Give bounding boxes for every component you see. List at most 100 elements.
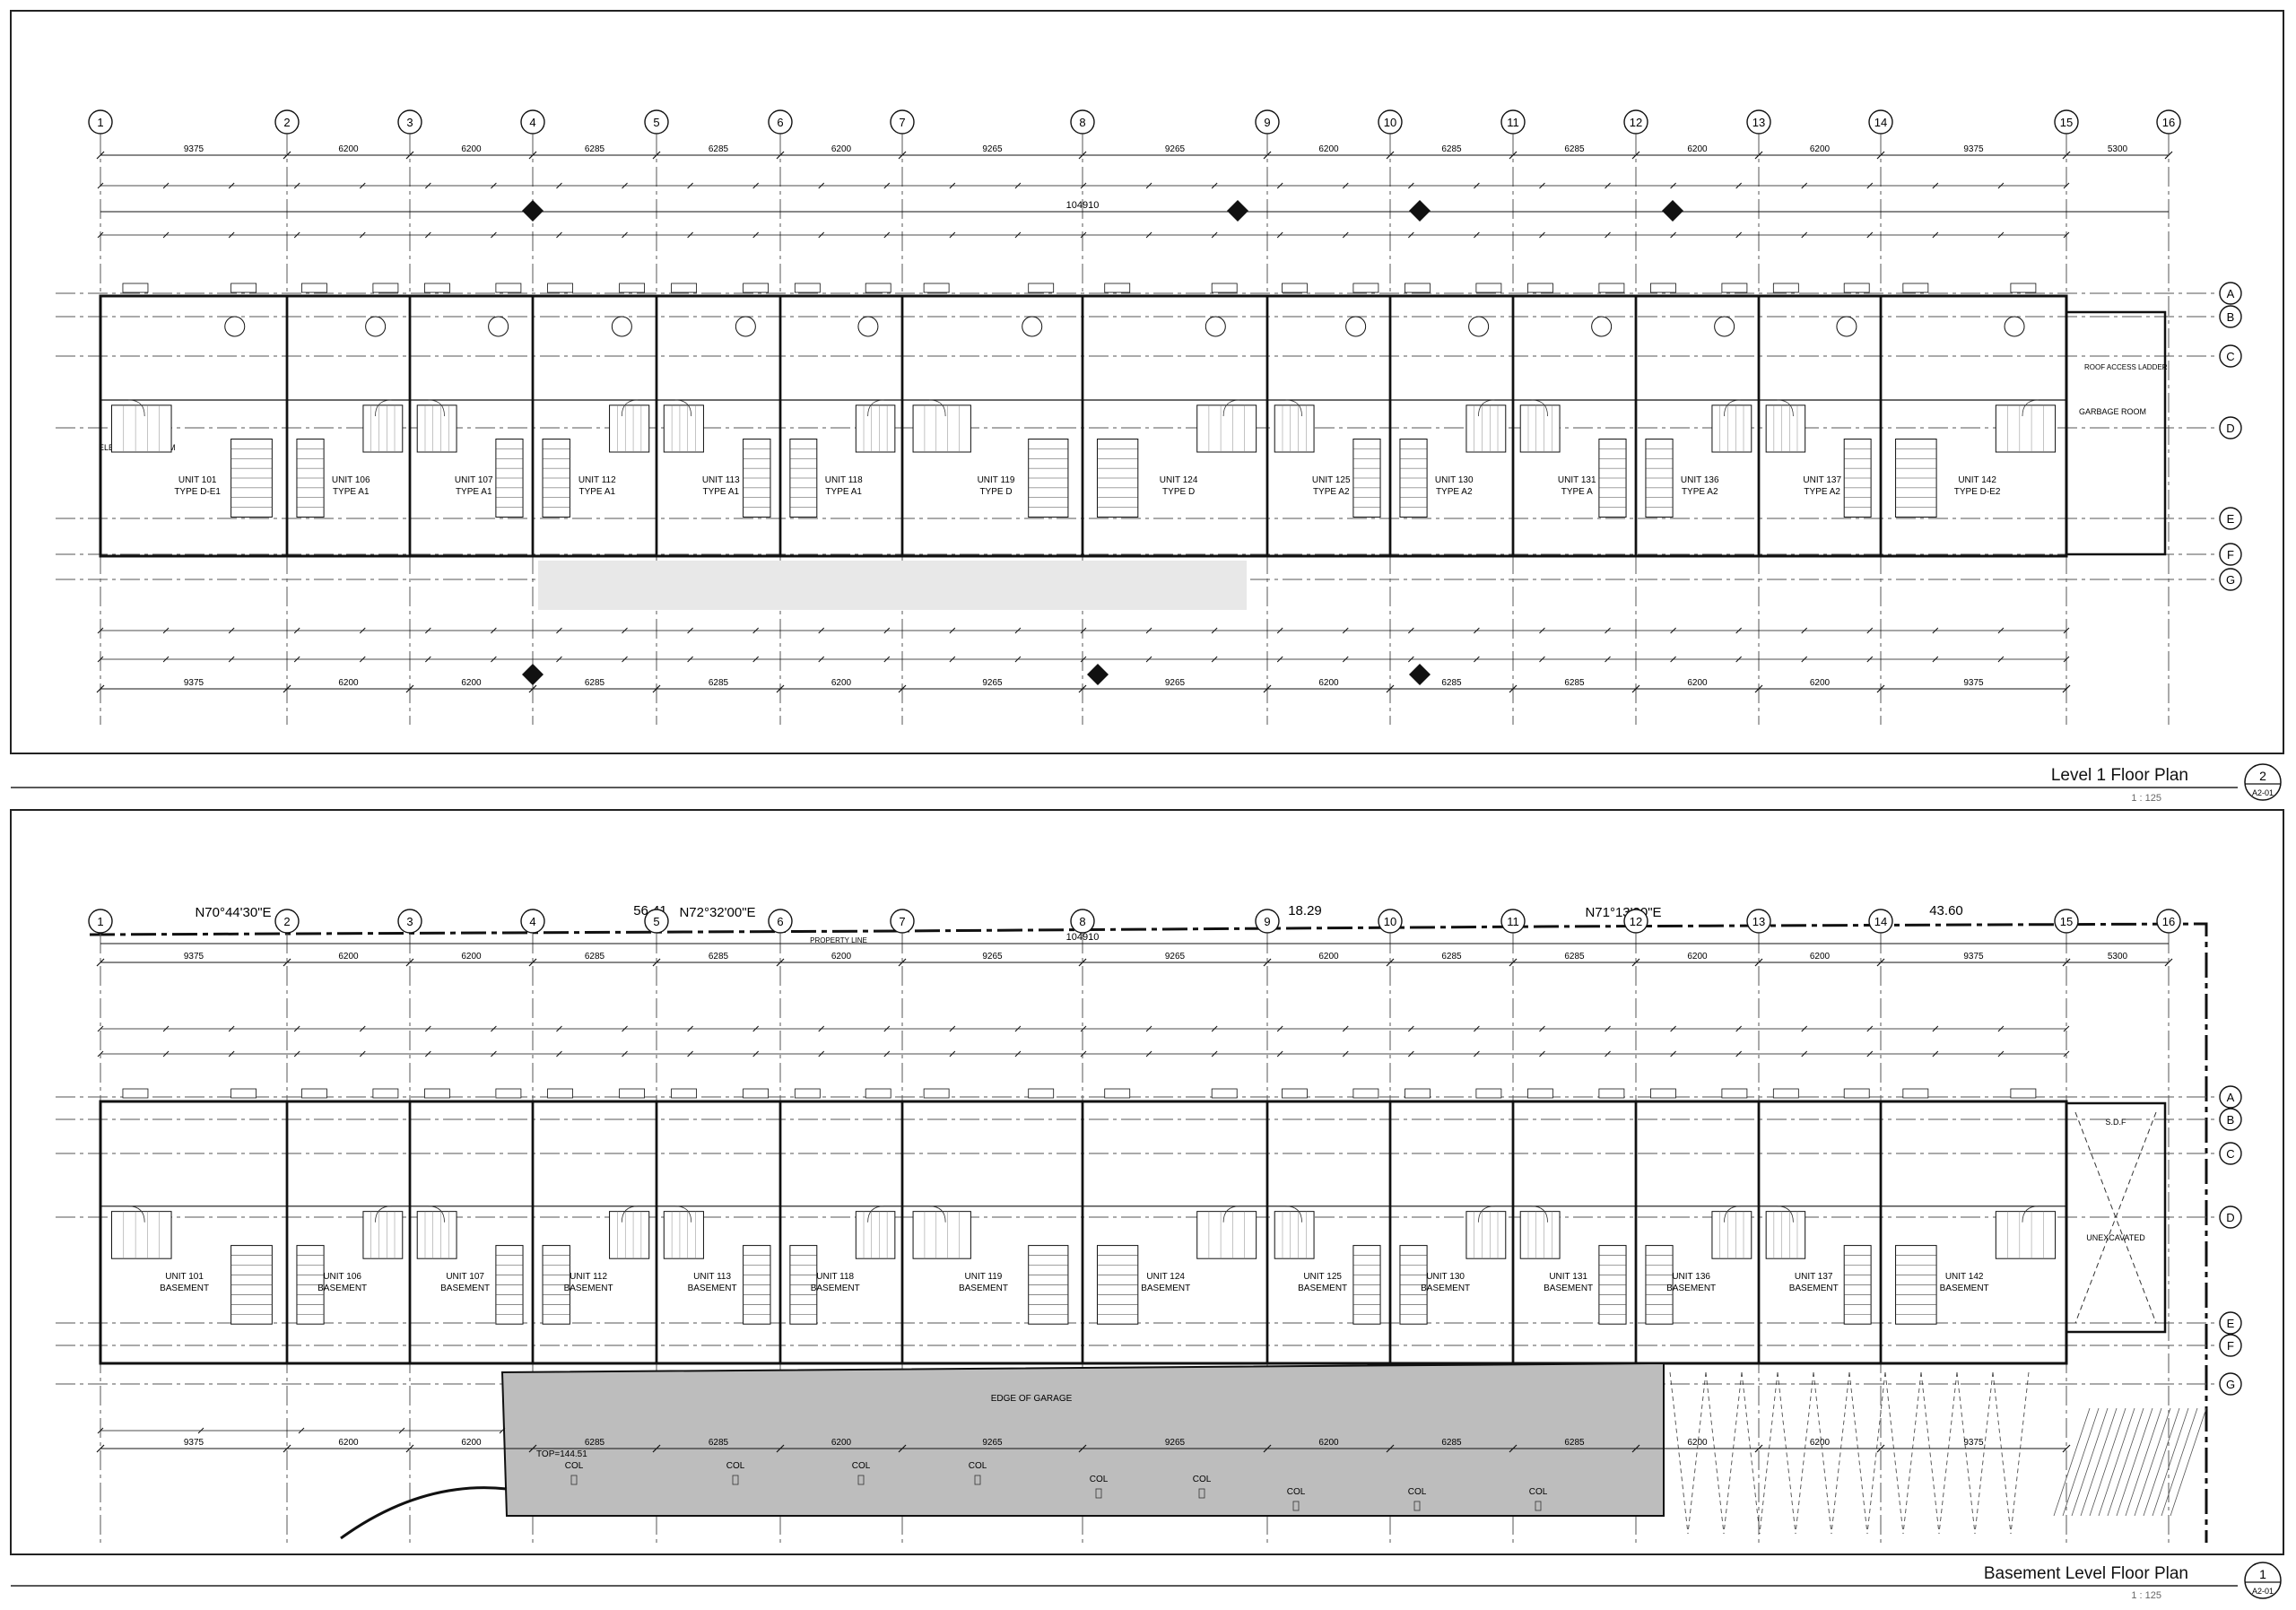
level1-unit-wall	[1879, 294, 2068, 558]
level1-subdim-tick	[1670, 231, 1676, 239]
basement-tag-number: 1	[2259, 1567, 2266, 1581]
basement-grid-bubble	[1500, 909, 1526, 934]
basement-grid-bubble	[88, 909, 113, 934]
level1-grid-label: 12	[1630, 116, 1642, 129]
basement-subdim-tick	[298, 1427, 305, 1434]
basement-grid-label: 13	[1752, 915, 1765, 928]
level1-window-tag	[495, 283, 522, 293]
basement-row-label: F	[2227, 1339, 2234, 1353]
basement-dim-tick	[405, 1444, 414, 1453]
basement-bathroom	[110, 1211, 172, 1259]
level1-door-swing	[428, 399, 445, 417]
level1-unit-name: UNIT 106	[332, 475, 370, 485]
basement-subdim-tick	[752, 1050, 760, 1057]
basement-subdim-tick	[2063, 1050, 2070, 1057]
basement-door-swing	[621, 1205, 639, 1223]
basement-window-tag	[619, 1088, 645, 1099]
level1-subdim-tick	[424, 182, 431, 189]
basement-subdim-tick	[883, 1025, 891, 1032]
level1-subdim-tick	[293, 231, 300, 239]
level1-section-marker	[1662, 200, 1683, 222]
basement-subdim-tick	[1474, 1025, 1480, 1032]
level1-subdim-tick	[1407, 182, 1414, 189]
basement-dim-value: 9375	[1963, 952, 1984, 962]
basement-subdim-tick	[1407, 1025, 1414, 1032]
basement-dim-value: 9375	[184, 1438, 204, 1448]
level1-subdim-tick	[1342, 182, 1349, 189]
level1-dim-tick	[652, 151, 661, 160]
level1-subdim-tick	[1145, 182, 1152, 189]
level1-dim-tick	[898, 151, 907, 160]
level1-door-swing	[867, 399, 884, 417]
level1-subdim-tick	[1932, 182, 1939, 189]
basement-dim-tick	[1876, 1444, 1885, 1453]
basement-hatch	[2053, 1407, 2091, 1517]
basement-dim-tick	[283, 958, 291, 967]
level1-subdim-tick	[97, 231, 104, 239]
basement-subdim-tick	[1145, 1050, 1152, 1057]
level1-subdim-tick	[1670, 656, 1676, 663]
basement-row-bubble	[2219, 1311, 2242, 1335]
level1-subdim-tick	[1145, 231, 1152, 239]
level1-roof-access-label: ROOF ACCESS LADDER	[2084, 363, 2168, 371]
level1-grid-label: 16	[2162, 116, 2175, 129]
level1-unit-name: UNIT 125	[1312, 475, 1351, 485]
level1-bathroom	[416, 405, 457, 453]
level1-view-tag: 2 A2-01	[2244, 763, 2282, 801]
level1-subdim-tick	[1735, 231, 1743, 239]
basement-top-label: TOP=144.51	[536, 1449, 587, 1459]
basement-parking-stripe	[1669, 1371, 1689, 1535]
level1-subdim-tick	[293, 627, 300, 634]
level1-window-tag	[743, 283, 769, 293]
level1-window-tag	[1405, 283, 1431, 293]
basement-dim-tick	[283, 1444, 291, 1453]
level1-door-swing	[674, 399, 692, 417]
level1-unit-name: UNIT 118	[825, 475, 863, 485]
basement-grid-bubble	[2054, 909, 2079, 934]
level1-unit-type: TYPE A2	[1682, 487, 1718, 497]
level1-subdim-tick	[1801, 182, 1808, 189]
basement-subdim-tick	[1080, 1025, 1087, 1032]
basement-hatch	[2143, 1407, 2180, 1517]
basement-dim-value: 6200	[1318, 952, 1339, 962]
level1-dim-value: 9375	[184, 678, 204, 688]
level1-grid-label: 5	[653, 116, 659, 129]
level1-detail-callout	[488, 316, 509, 337]
level1-window-tag	[2010, 283, 2037, 293]
level1-subdim-tick	[687, 231, 693, 239]
level1-subdim-tick	[1014, 182, 1022, 189]
basement-parking-stripe	[1920, 1371, 1940, 1535]
level1-bathroom	[110, 405, 172, 453]
level1-door-swing	[929, 399, 946, 417]
basement-scale: 1 : 125	[2131, 1590, 2161, 1601]
basement-overall-dim: 104910	[1066, 932, 1100, 943]
level1-bathroom	[1765, 405, 1806, 453]
basement-row-label: G	[2226, 1378, 2235, 1391]
level1-unit-type: TYPE D	[979, 487, 1012, 497]
level1-subdim-tick	[97, 182, 104, 189]
basement-unit-name: UNIT 125	[1303, 1272, 1342, 1282]
basement-dim-tick	[1263, 1444, 1272, 1453]
basement-dim-tick	[1078, 958, 1087, 967]
level1-window-tag	[1527, 283, 1553, 293]
basement-subdim-tick	[1080, 1050, 1087, 1057]
basement-dim-tick	[528, 958, 537, 967]
level1-subdim-tick	[883, 656, 891, 663]
basement-unit-type: BASEMENT	[564, 1284, 613, 1293]
level1-scale: 1 : 125	[2131, 793, 2161, 804]
basement-dim-tick	[1754, 958, 1763, 967]
basement-dim-value: 6200	[338, 952, 359, 962]
basement-hatch	[2071, 1407, 2109, 1517]
level1-dim-value: 6200	[831, 144, 852, 154]
level1-unit-type: TYPE A2	[1313, 487, 1350, 497]
basement-parking-stripe	[1884, 1371, 1904, 1535]
level1-subdim-tick	[752, 627, 760, 634]
level1-subdim-tick	[359, 231, 366, 239]
basement-subdim-tick	[499, 1427, 506, 1434]
basement-subdim-tick	[1211, 1050, 1218, 1057]
level1-window-tag	[1772, 283, 1799, 293]
level1-dim-value: 6285	[709, 678, 729, 688]
level1-dim-tick	[776, 151, 785, 160]
